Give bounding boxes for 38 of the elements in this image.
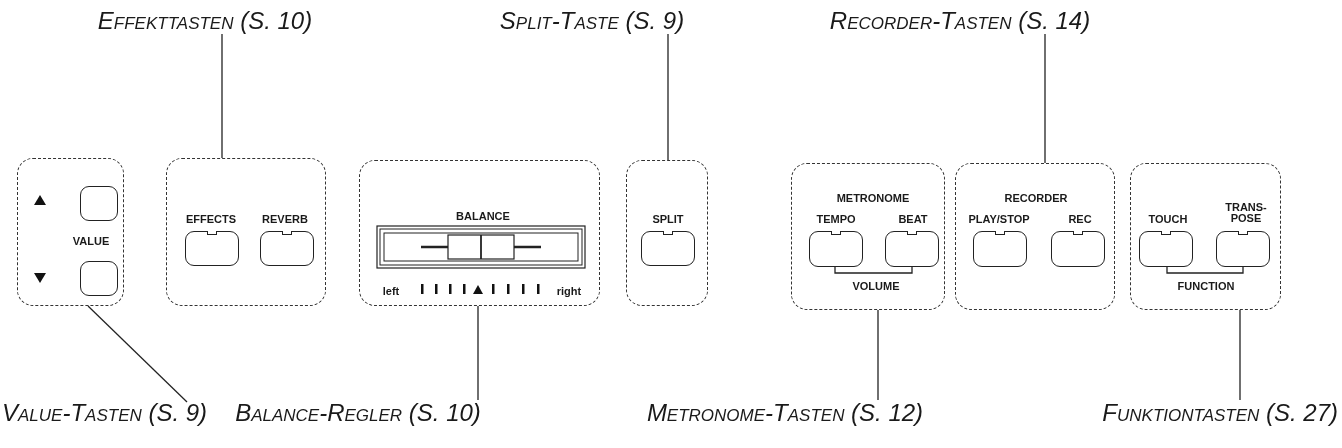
- callout-label: Metronome-Tasten (S. 12): [646, 398, 924, 428]
- button-label: TEMPO: [816, 213, 856, 225]
- slider-title: BALANCE: [456, 210, 510, 222]
- group-label: VOLUME: [852, 280, 900, 292]
- control-panel: [626, 160, 708, 306]
- scale-label: right: [556, 285, 582, 297]
- control-panel: [1130, 163, 1281, 310]
- leader-line: [221, 33, 223, 159]
- button-label: SPLIT: [652, 213, 684, 225]
- control-panel: [359, 160, 600, 306]
- control-panel: [955, 163, 1115, 310]
- leader-line: [87, 305, 188, 403]
- button-label: TOUCH: [1148, 213, 1188, 225]
- scale-label: left: [382, 285, 400, 297]
- button-label: EFFECTS: [185, 213, 237, 225]
- group-label: RECORDER: [1004, 192, 1068, 204]
- leader-line: [877, 309, 879, 401]
- button-label: BEAT: [898, 213, 928, 225]
- callout-label: Split-Taste (S. 9): [499, 6, 685, 36]
- control-panel: [17, 158, 124, 306]
- callout-label: Effekttasten (S. 10): [97, 6, 313, 36]
- callout-label: Value-Tasten (S. 9): [2, 398, 208, 428]
- leader-line: [477, 305, 479, 401]
- button-label: VALUE: [72, 235, 110, 247]
- group-label: METRONOME: [836, 192, 910, 204]
- group-label: FUNCTION: [1177, 280, 1235, 292]
- button-label: PLAY/STOP: [968, 213, 1030, 225]
- button-label: REC: [1068, 213, 1092, 225]
- leader-line: [667, 33, 669, 161]
- control-panel: [166, 158, 326, 306]
- button-label: TRANS- POSE: [1224, 202, 1268, 224]
- callout-label: Balance-Regler (S. 10): [235, 398, 481, 428]
- leader-line: [1239, 309, 1241, 401]
- leader-line: [1044, 33, 1046, 164]
- callout-label: Recorder-Tasten (S. 14): [829, 6, 1091, 36]
- control-panel: [791, 163, 945, 310]
- button-label: REVERB: [262, 213, 308, 225]
- callout-label: Funktiontasten (S. 27): [1102, 398, 1338, 428]
